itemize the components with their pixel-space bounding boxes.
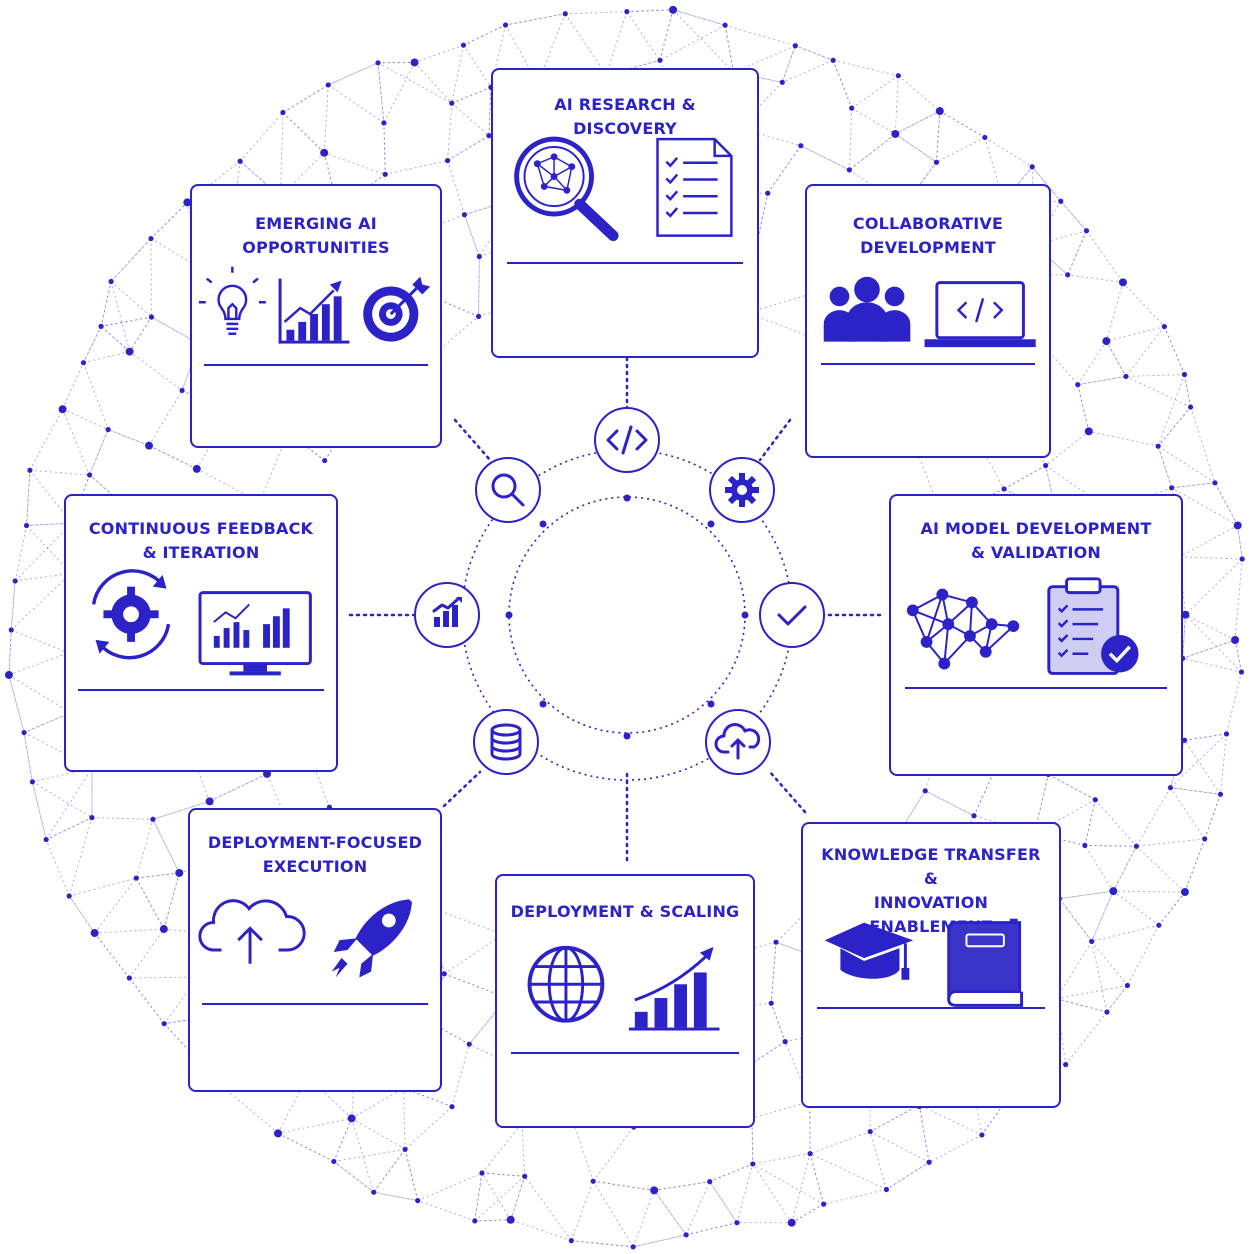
rocket-icon <box>331 899 413 978</box>
card-deployment-scaling: DEPLOYMENT & SCALING <box>495 874 755 1128</box>
card-title: COLLABORATIVE DEVELOPMENT <box>852 214 1004 257</box>
card-ai-research-discovery: AI RESEARCH & DISCOVERY <box>491 68 759 358</box>
card-deployment-focused-execution: DEPLOYMENT-FOCUSED EXECUTION <box>188 808 442 1092</box>
card-divider <box>507 262 743 264</box>
card-title: CONTINUOUS FEEDBACK & ITERATION <box>88 519 314 562</box>
target-icon <box>363 276 431 342</box>
bar-chart-icon <box>414 582 480 648</box>
card-divider <box>905 687 1167 689</box>
cloud-upload-icon <box>705 709 771 775</box>
clipboard-check-icon <box>1047 577 1139 675</box>
card-title: AI MODEL DEVELOPMENT & VALIDATION <box>920 519 1152 562</box>
globe-icon <box>527 945 605 1023</box>
checkmark-icon <box>759 582 825 648</box>
card-title: DEPLOYMENT-FOCUSED EXECUTION <box>207 833 423 876</box>
refresh-gear-icon <box>91 569 171 660</box>
card-knowledge-transfer: KNOWLEDGE TRANSFER & INNOVATION ENABLEME… <box>801 822 1061 1108</box>
card-divider <box>821 363 1035 365</box>
card-divider <box>204 364 428 366</box>
card-title: EMERGING AI OPPORTUNITIES <box>242 214 390 257</box>
card-divider <box>511 1052 739 1054</box>
card-continuous-feedback: CONTINUOUS FEEDBACK & ITERATION <box>64 494 338 772</box>
neural-network-icon <box>906 588 1020 670</box>
card-emerging-ai-opportunities: EMERGING AI OPPORTUNITIES <box>190 184 442 448</box>
lightbulb-icon <box>198 266 266 335</box>
card-title: AI RESEARCH & DISCOVERY <box>554 95 696 138</box>
network-magnifier-icon <box>514 136 619 242</box>
growth-chart-icon <box>628 946 720 1031</box>
monitor-chart-icon <box>198 591 312 676</box>
card-divider <box>78 689 324 691</box>
card-ai-model-development: AI MODEL DEVELOPMENT & VALIDATION <box>889 494 1183 776</box>
search-icon <box>475 457 541 523</box>
code-icon <box>594 407 660 473</box>
trend-chart-icon <box>278 278 350 344</box>
cloud-upload-icon <box>198 899 306 964</box>
team-icon <box>823 276 911 342</box>
card-collaborative-development: COLLABORATIVE DEVELOPMENT <box>805 184 1051 458</box>
card-title: DEPLOYMENT & SCALING <box>510 902 740 921</box>
database-icon <box>473 709 539 775</box>
card-title: KNOWLEDGE TRANSFER & INNOVATION ENABLEME… <box>821 845 1041 936</box>
checklist-document-icon <box>656 137 733 237</box>
card-divider <box>202 1003 428 1005</box>
gear-icon <box>709 457 775 523</box>
card-divider <box>817 1007 1045 1009</box>
laptop-code-icon <box>924 281 1036 348</box>
